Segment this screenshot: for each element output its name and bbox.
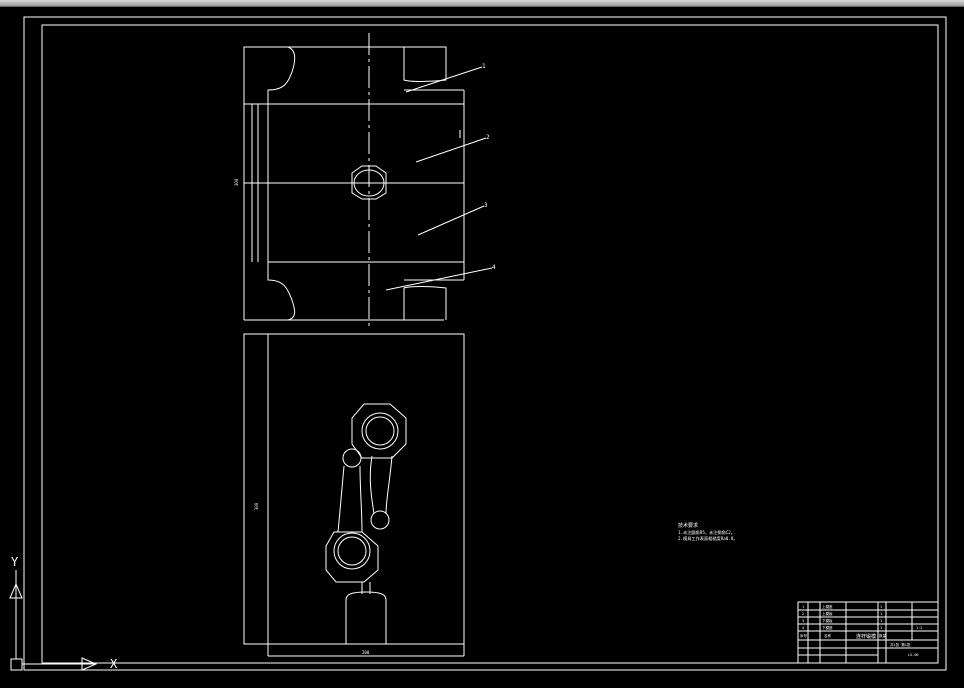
tb-part-3-qty: 1 xyxy=(880,619,882,623)
tb-drawing-name: 连杆锻模 xyxy=(856,633,876,640)
conrod-shank-1 xyxy=(369,455,393,515)
dimension-layout-width: 200 xyxy=(362,650,370,655)
tb-part-1-no: 1 xyxy=(802,605,804,609)
conrod-bore-bottom-inner xyxy=(337,536,367,566)
conrod-big-end-bottom xyxy=(325,531,379,583)
conrod-small-end-1 xyxy=(370,510,390,530)
ucs-x-label: X xyxy=(110,657,118,671)
tb-part-1-qty: 1 xyxy=(880,605,882,609)
tb-part-1-name: 上模座 xyxy=(822,604,833,609)
part-layout-view[interactable] xyxy=(243,333,465,657)
layout-plate xyxy=(243,333,465,645)
tech-req-title: 技术要求 xyxy=(678,522,698,529)
die-outline-right xyxy=(403,46,447,82)
ucs-origin-box xyxy=(10,658,23,671)
callout-label-1: 1 xyxy=(482,63,486,70)
tb-part-4-name: 下模座 xyxy=(822,625,833,630)
tb-part-3-name: 下模板 xyxy=(822,618,833,623)
conrod-shank-2 xyxy=(337,465,363,533)
tb-scale: 1:2 xyxy=(916,626,922,630)
tb-part-2-qty: 1 xyxy=(880,612,882,616)
tb-header-name: 名称 xyxy=(824,633,832,638)
die-lower-right xyxy=(403,286,447,320)
top-die-view[interactable] xyxy=(243,33,493,328)
ucs-y-label: Y xyxy=(11,555,19,569)
center-hole xyxy=(351,165,387,200)
tb-drawing-no: LG-00 xyxy=(908,653,919,657)
window-title-bar xyxy=(0,0,964,7)
callout-leader-1 xyxy=(405,66,483,93)
callout-leader-2 xyxy=(415,137,487,163)
tb-header-qty: 数量 xyxy=(879,633,887,638)
callout-label-2: 2 xyxy=(486,134,490,141)
callout-label-4: 4 xyxy=(492,264,496,271)
dimension-layout-height: 300 xyxy=(254,502,259,510)
ucs-x-arrow xyxy=(81,657,98,671)
ucs-icon xyxy=(9,570,98,671)
die-outline-lower xyxy=(244,262,296,321)
die-outline xyxy=(243,46,296,105)
callout-leader-4 xyxy=(385,267,493,291)
dimension-top-height: 300 xyxy=(234,178,239,186)
tech-req-line-1: 1.未注圆角R5，未注倒角C2。 xyxy=(678,529,735,536)
conrod-bore-top xyxy=(361,412,399,450)
tech-req-line-2: 2.模具工作表面粗糙度Ra0.8。 xyxy=(678,535,738,542)
tb-sheet: 共1张 第1张 xyxy=(890,642,911,647)
conrod-small-end-2 xyxy=(342,448,362,468)
tb-part-4-qty: 1 xyxy=(880,626,882,630)
tb-part-3-no: 3 xyxy=(802,619,804,623)
sheet-outer-border xyxy=(23,16,947,671)
tb-part-4-no: 4 xyxy=(802,626,804,630)
flash-gutter xyxy=(345,591,387,644)
title-block[interactable] xyxy=(797,601,939,664)
conrod-bore-top-inner xyxy=(365,416,395,446)
tb-part-2-no: 2 xyxy=(802,612,804,616)
ucs-y-arrow xyxy=(9,582,23,599)
callout-leader-3 xyxy=(417,205,485,236)
tb-header-no: 序号 xyxy=(800,633,808,638)
callout-label-3: 3 xyxy=(484,202,488,209)
conrod-bore-bottom xyxy=(333,532,371,570)
title-block-frame xyxy=(797,601,939,664)
cad-model-space[interactable]: 1 2 3 4 300 300 200 技术要求 1.未注圆角R5，未注倒角C2… xyxy=(0,6,964,688)
tb-part-2-name: 上模板 xyxy=(822,611,833,616)
sheet-inner-frame xyxy=(41,24,939,664)
